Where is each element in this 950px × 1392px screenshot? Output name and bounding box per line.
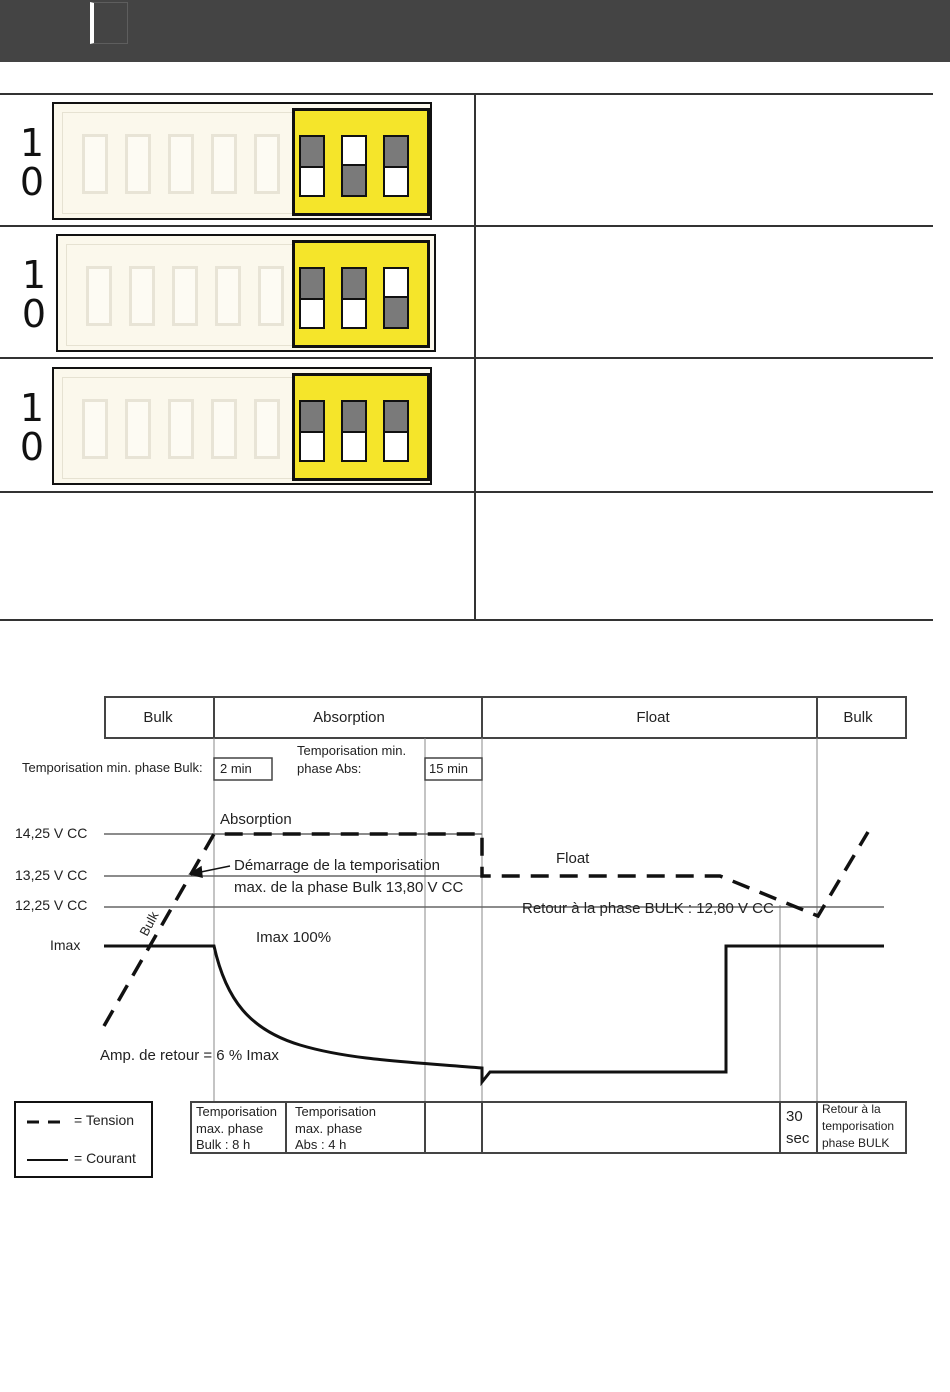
imax-percent-annotation: Imax 100% [256,929,331,946]
return-bulk-timer-line2: temporisation [822,1119,894,1133]
dip-switch-1[interactable] [299,135,325,197]
dip-active-panel [292,373,430,481]
dip-switch-3[interactable] [383,267,409,329]
voltage-level-1425: 14,25 V CC [15,825,87,841]
voltage-level-1225: 12,25 V CC [15,897,87,913]
table-column-divider [474,94,476,620]
phase-label-float: Float [636,709,670,726]
header-tab-marker [90,2,128,44]
dip-active-panel [292,108,430,216]
delay-30-sec-value: 30 [786,1108,803,1125]
legend-tension: = Tension [74,1112,134,1128]
voltage-level-1325: 13,25 V CC [15,867,87,883]
bulk-min-timer-value: 2 min [220,761,252,776]
table-rule [0,619,933,621]
abs-min-timer-label: Temporisation min. [297,743,406,758]
dip-switch-3[interactable] [383,135,409,197]
return-bulk-timer-line3: phase BULK [822,1136,889,1150]
table-rule [0,491,933,493]
dip-switch-3[interactable] [383,400,409,462]
phase-label-bulk: Bulk [143,709,173,726]
phase-label-absorption: Absorption [313,709,385,726]
abs-min-timer-value: 15 min [429,761,468,776]
phase-header [104,696,907,739]
table-rule [0,93,933,95]
dip-switch-1[interactable] [299,400,325,462]
bulk-timer-start-arrow [188,865,231,878]
bulk-max-timer-line2: max. phase [196,1121,263,1136]
return-bulk-annotation: Retour à la phase BULK : 12,80 V CC [522,900,774,917]
abs-max-timer-line1: Temporisation [295,1104,376,1119]
abs-max-timer-line3: Abs : 4 h [295,1137,346,1152]
phase-dividers [213,738,818,1102]
absorption-annotation: Absorption [220,811,292,828]
table-rule [0,225,933,227]
timer-table [190,1101,907,1154]
imax-label: Imax [50,937,80,953]
chart-legend: = Tension = Courant [14,1101,153,1178]
tension-curve [102,831,870,1027]
dip-switch-2[interactable] [341,267,367,329]
dip-switch-2[interactable] [341,135,367,197]
delay-30-sec-unit: sec [786,1130,810,1147]
legend-courant: = Courant [74,1150,136,1166]
courant-curve [104,944,884,1087]
bulk-max-timer-line3: Bulk : 8 h [196,1137,250,1152]
abs-min-timer-label-2: phase Abs: [297,761,361,776]
table-rule [0,357,933,359]
abs-max-timer-line2: max. phase [295,1121,362,1136]
phase-label-bulk-return: Bulk [843,709,873,726]
bulk-timer-start-annotation-2: max. de la phase Bulk 13,80 V CC [234,879,463,896]
bulk-line-label: Bulk [136,909,161,939]
page-header-bar [0,0,950,62]
bulk-min-timer-label: Temporisation min. phase Bulk: [22,760,203,775]
float-annotation: Float [556,850,590,867]
dip-switch-block [52,367,432,485]
dip-switch-block [56,234,436,352]
return-amp-annotation: Amp. de retour = 6 % Imax [100,1047,279,1064]
bulk-max-timer-line1: Temporisation [196,1104,277,1119]
bulk-timer-start-annotation: Démarrage de la temporisation [234,857,440,874]
dip-switch-1[interactable] [299,267,325,329]
dip-switch-block [52,102,432,220]
dip-switch-2[interactable] [341,400,367,462]
return-bulk-timer-line1: Retour à la [822,1102,881,1116]
dip-active-panel [292,240,430,348]
